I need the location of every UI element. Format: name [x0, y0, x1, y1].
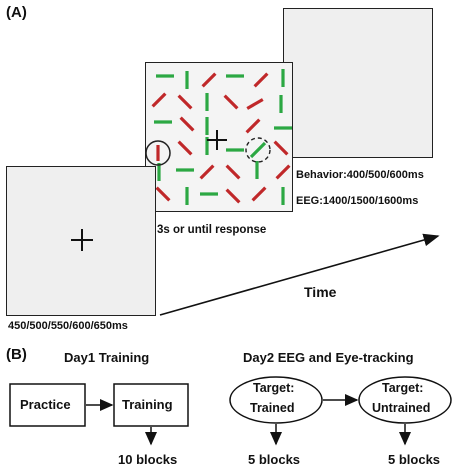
trained-label: Trained — [250, 401, 295, 415]
fixation-screen — [6, 166, 156, 316]
search-bar-26 — [275, 164, 290, 179]
search-bar-31 — [251, 186, 266, 201]
trained-target-label: Target: — [253, 381, 295, 395]
blank-screen — [283, 8, 433, 158]
search-array — [144, 68, 292, 205]
untrained-label: Untrained — [372, 401, 431, 415]
untrained-target-label: Target: — [382, 381, 424, 395]
search-bar-10 — [245, 97, 264, 110]
search-duration-label: 3s or until response — [157, 224, 267, 236]
search-bar-15 — [245, 118, 260, 133]
behavior-timing-label: Behavior:400/500/600ms — [296, 169, 424, 181]
search-bar-23 — [199, 164, 214, 179]
panel-b-label: (B) — [6, 346, 27, 363]
search-bar-13 — [179, 116, 194, 131]
search-bar-6 — [151, 92, 166, 107]
training-label: Training — [122, 397, 173, 412]
search-bar-17 — [177, 140, 192, 155]
panel-a-label: (A) — [6, 4, 27, 21]
search-display-screen — [144, 62, 293, 212]
eeg-timing-label: EEG:1400/1500/1600ms — [296, 195, 419, 207]
day1-title: Day1 Training — [64, 350, 150, 365]
fixation-timing-label: 450/500/550/600/650ms — [8, 320, 128, 332]
search-bar-7 — [177, 94, 192, 109]
trained-blocks-label: 5 blocks — [248, 452, 301, 467]
target-circle — [144, 139, 171, 166]
fixation-cross-icon — [70, 228, 93, 251]
search-bar-20 — [273, 140, 288, 155]
day2-title: Day2 EEG and Eye-tracking — [243, 350, 414, 365]
untrained-blocks-label: 5 blocks — [388, 452, 441, 467]
training-blocks-label: 10 blocks — [118, 452, 178, 467]
search-bar-24 — [225, 164, 240, 179]
search-bar-27 — [155, 186, 170, 201]
search-bar-4 — [253, 72, 268, 87]
distractor-bar — [249, 141, 266, 158]
search-bar-9 — [223, 94, 238, 109]
practice-label: Practice — [20, 397, 71, 412]
time-label: Time — [304, 284, 337, 300]
search-bar-30 — [225, 188, 240, 203]
distractor-circle — [244, 136, 271, 163]
search-bar-2 — [201, 72, 216, 87]
